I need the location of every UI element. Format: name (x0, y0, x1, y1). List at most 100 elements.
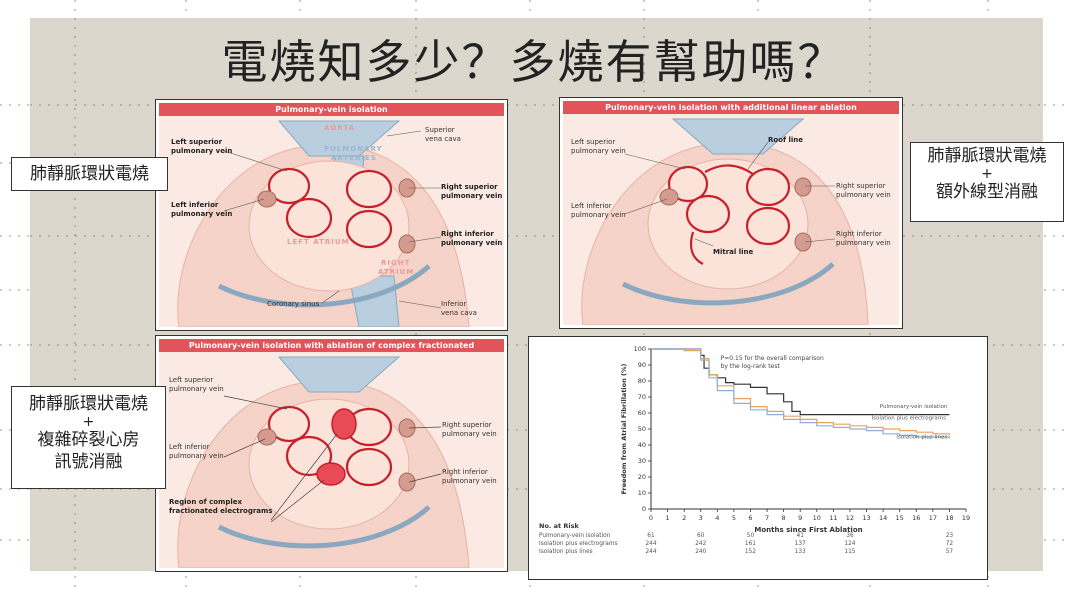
series-pvi-line (651, 348, 950, 416)
series-label: Isolation plus lines (896, 435, 947, 441)
linear-rspv-label-2: pulmonary vein (836, 191, 891, 199)
cfae-diagram-body: Left superior pulmonary vein Left inferi… (159, 352, 504, 569)
x-tick-label: 2 (682, 514, 686, 522)
risk-cell: 240 (695, 549, 706, 555)
cfae-note-line-1: 肺靜脈環狀電燒 (29, 394, 148, 414)
y-tick-label: 50 (638, 425, 646, 433)
y-tick-label: 90 (638, 361, 646, 369)
cfae-rspv-label-1: Right superior (442, 421, 492, 429)
y-axis-label: Freedom from Atrial Fibrillation (%) (620, 364, 628, 495)
cfae-note-box: 肺靜脈環狀電燒 + 複雜碎裂心房 訊號消融 (11, 386, 166, 489)
pvi-diagram-header: Pulmonary-vein isolation (159, 103, 504, 116)
linear-heart-illustration (581, 118, 869, 326)
linear-note-line-3: 額外線型消融 (936, 182, 1038, 202)
linear-rspv-label-1: Right superior (836, 182, 886, 190)
risk-row-label: Isolation plus electrograms (539, 541, 618, 547)
risk-row-label: Pulmonary-vein isolation (539, 533, 611, 539)
right-atrium-label-1: RIGHT (381, 259, 411, 267)
x-tick-label: 16 (912, 514, 920, 522)
linear-lipv-label-2: pulmonary vein (571, 211, 626, 219)
y-tick-label: 100 (634, 345, 646, 353)
cfae-ripv-label-1: Right inferior (442, 468, 488, 476)
risk-cell: 137 (795, 541, 806, 547)
cfae-lipv-label-2: pulmonary vein (169, 452, 224, 460)
ripv-label-2: pulmonary vein (441, 239, 503, 247)
svc-label-2: vena cava (425, 135, 461, 143)
cfae-region-label-2: fractionated electrograms (169, 507, 273, 515)
x-tick-label: 7 (765, 514, 769, 522)
risk-cell: 23 (946, 533, 954, 539)
ripv-label-1: Right inferior (441, 230, 494, 238)
linear-ablation-diagram-header: Pulmonary-vein isolation with additional… (563, 101, 899, 114)
cfae-note-line-4: 訊號消融 (54, 452, 123, 472)
cfae-diagram-panel: Pulmonary-vein isolation with ablation o… (155, 335, 508, 572)
x-tick-label: 0 (649, 514, 653, 522)
x-tick-label: 5 (732, 514, 736, 522)
linear-ripv-label-1: Right inferior (836, 230, 882, 238)
pvi-diagram-panel: Pulmonary-vein isolation (155, 99, 508, 331)
risk-cell: 161 (745, 541, 756, 547)
risk-cell: 115 (844, 549, 855, 555)
cfae-heart-illustration (177, 356, 470, 569)
cfae-note-line-2: + (82, 414, 95, 430)
lspv-label-1: Left superior (171, 138, 223, 146)
x-tick-label: 8 (782, 514, 786, 522)
linear-note-box: 肺靜脈環狀電燒 + 額外線型消融 (910, 142, 1064, 222)
cfae-region-label-1: Region of complex (169, 498, 242, 506)
series-label: Pulmonary-vein isolation (880, 404, 948, 410)
risk-cell: 133 (795, 549, 806, 555)
ivc-label-1: Inferior (441, 300, 467, 308)
risk-cell: 72 (946, 541, 954, 547)
linear-note-line-2: + (981, 166, 993, 182)
pvi-heart-illustration (177, 120, 470, 328)
linear-lspv-label-1: Left superior (571, 138, 616, 146)
risk-cell: 61 (647, 533, 655, 539)
lipv-label-2: pulmonary vein (171, 210, 233, 218)
x-tick-label: 1 (666, 514, 670, 522)
x-tick-label: 10 (813, 514, 821, 522)
coronary-sinus-label: Coronary sinus (267, 300, 320, 308)
risk-cell: 244 (645, 541, 656, 547)
x-tick-label: 19 (962, 514, 970, 522)
cfae-diagram-header: Pulmonary-vein isolation with ablation o… (159, 339, 504, 363)
series-lines-line (651, 348, 951, 439)
cfae-rspv-label-2: pulmonary vein (442, 430, 497, 438)
lipv-label-1: Left inferior (171, 201, 219, 209)
svc-label-1: Superior (425, 126, 455, 134)
lspv-label-2: pulmonary vein (171, 147, 233, 155)
x-tick-label: 9 (798, 514, 802, 522)
right-atrium-label-2: ATRIUM (378, 268, 415, 276)
mitral-line-label: Mitral line (713, 248, 754, 256)
cfae-note-line-3: 複雜碎裂心房 (37, 430, 140, 450)
x-tick-label: 17 (929, 514, 937, 522)
x-tick-label: 6 (748, 514, 752, 522)
cfae-lspv-label-1: Left superior (169, 376, 214, 384)
cfae-lipv-label-1: Left inferior (169, 443, 210, 451)
cfae-lspv-label-2: pulmonary vein (169, 385, 224, 393)
y-tick-label: 0 (642, 505, 646, 513)
x-tick-label: 11 (829, 514, 837, 522)
x-tick-label: 13 (862, 514, 870, 522)
linear-ablation-diagram-body: Left superior pulmonary vein Left inferi… (563, 114, 899, 326)
ivc-label-2: vena cava (441, 309, 477, 317)
risk-cell: 41 (797, 533, 805, 539)
y-tick-label: 20 (638, 473, 646, 481)
risk-cell: 36 (846, 533, 854, 539)
series-label: Isolation plus electrograms (872, 415, 947, 421)
linear-lipv-label-1: Left inferior (571, 202, 612, 210)
x-tick-label: 14 (879, 514, 887, 522)
risk-cell: 152 (745, 549, 756, 555)
linear-ablation-diagram-panel: Pulmonary-vein isolation with additional… (559, 97, 903, 329)
rspv-label-2: pulmonary vein (441, 192, 503, 200)
slide-title: 電燒知多少？多燒有幫助嗎？ (221, 35, 846, 89)
y-tick-label: 10 (638, 489, 646, 497)
y-tick-label: 70 (638, 393, 646, 401)
cfae-ripv-label-2: pulmonary vein (442, 477, 497, 485)
pvalue-annotation-line-2: by the log-rank test (721, 363, 781, 370)
risk-cell: 244 (645, 549, 656, 555)
rspv-label-1: Right superior (441, 183, 498, 191)
y-tick-label: 30 (638, 457, 646, 465)
x-tick-label: 18 (945, 514, 953, 522)
risk-cell: 50 (747, 533, 755, 539)
